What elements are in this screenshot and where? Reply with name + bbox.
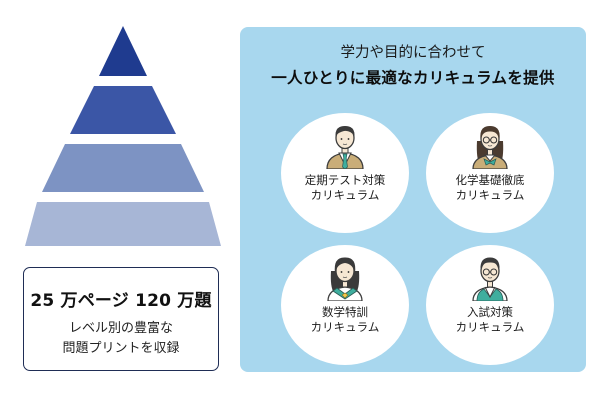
course-card-math: 数学特訓 カリキュラム [281, 245, 409, 365]
pyramid-graphic [25, 26, 221, 246]
course-card-entrance-exam: 入試対策 カリキュラム [426, 245, 554, 365]
curriculum-panel: 学力や目的に合わせて 一人ひとりに最適なカリキュラムを提供 定期テスト対策 カリ… [240, 27, 586, 372]
course-subtitle: カリキュラム [310, 320, 380, 334]
pyramid-tier-2 [70, 86, 176, 134]
female-student-sailor-icon [327, 257, 363, 301]
course-subtitle: カリキュラム [455, 188, 525, 202]
stats-description-line-1: レベル別の豊富な [68, 321, 173, 336]
pyramid-tier-1 [99, 26, 147, 76]
course-subtitle: カリキュラム [310, 188, 380, 202]
panel-heading: 学力や目的に合わせて 一人ひとりに最適なカリキュラムを提供 [240, 41, 586, 88]
course-title: 定期テスト対策 [304, 173, 386, 187]
panel-heading-line-2: 一人ひとりに最適なカリキュラムを提供 [271, 69, 555, 87]
stats-description-line-2: 問題プリントを収録 [62, 341, 180, 356]
course-subtitle: カリキュラム [455, 320, 525, 334]
businessman-icon [326, 126, 364, 169]
female-student-glasses-icon [472, 126, 508, 169]
pyramid-tier-3 [42, 144, 204, 192]
panel-heading-line-1: 学力や目的に合わせて [340, 45, 486, 61]
pyramid-tier-4 [25, 202, 221, 246]
stats-box: 25 万ページ 120 万題 レベル別の豊富な 問題プリントを収録 [23, 267, 219, 371]
stats-description: レベル別の豊富な 問題プリントを収録 [24, 319, 218, 359]
course-card-regular-test: 定期テスト対策 カリキュラム [281, 113, 409, 233]
stats-headline: 25 万ページ 120 万題 [30, 291, 212, 311]
course-title: 数学特訓 [322, 305, 368, 319]
course-title: 化学基礎徹底 [455, 173, 525, 187]
course-title: 入試対策 [467, 305, 513, 319]
course-card-chemistry: 化学基礎徹底 カリキュラム [426, 113, 554, 233]
male-student-vest-icon [472, 257, 508, 301]
